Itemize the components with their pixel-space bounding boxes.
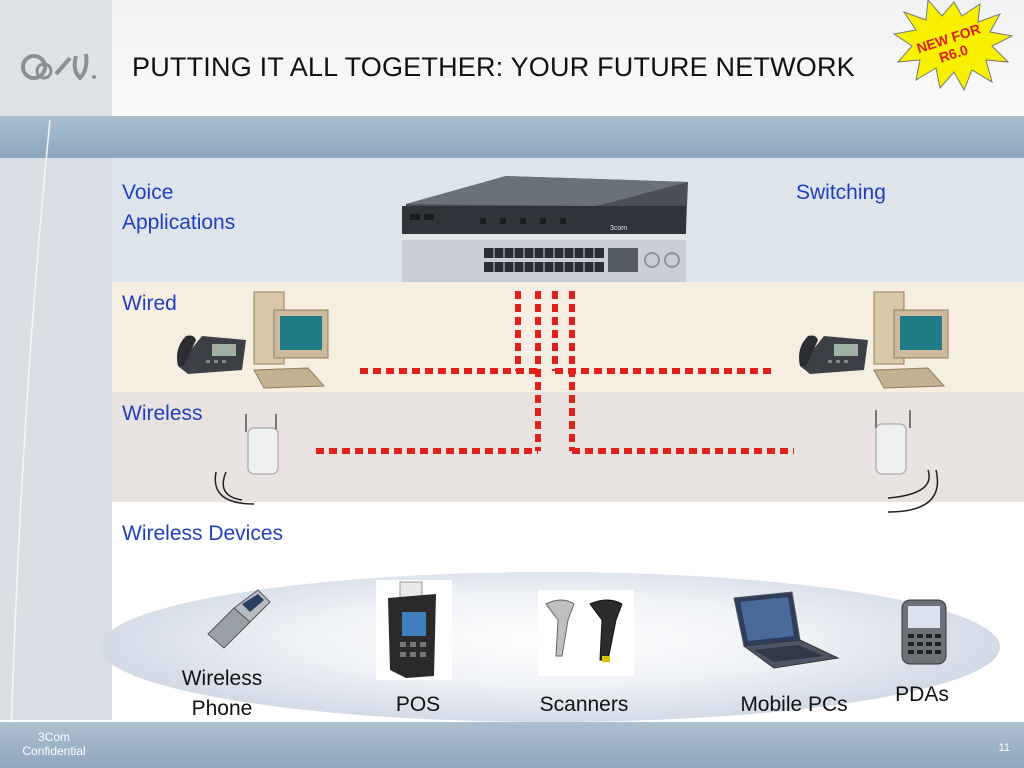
desktop-pc-right-image xyxy=(873,291,949,389)
wireless-devices-label: Wireless Devices xyxy=(122,522,284,545)
logo-panel xyxy=(0,0,112,116)
header-divider-bar xyxy=(0,116,1024,158)
pdas-label: PDAs xyxy=(895,683,949,706)
network-connection-lines xyxy=(316,291,794,454)
slide-footer xyxy=(0,722,1024,768)
ip-phone-right-image xyxy=(799,335,868,374)
mobile-pcs-label: Mobile PCs xyxy=(740,693,848,716)
access-point-right-image xyxy=(875,410,939,513)
scanners-label: Scanners xyxy=(539,693,629,716)
page-title: PUTTING IT ALL TOGETHER: YOUR FUTURE NET… xyxy=(132,52,855,82)
wired-label: Wired xyxy=(122,292,177,315)
page-number: 11 xyxy=(998,742,1010,754)
desktop-pc-left-image xyxy=(253,291,329,389)
wireless-phone-image xyxy=(207,589,271,649)
company-logo-icon xyxy=(21,53,96,81)
new-badge-starburst xyxy=(892,0,1014,92)
slide-header xyxy=(0,0,1024,116)
switching-label: Switching xyxy=(796,181,886,204)
decorative-curve xyxy=(9,119,51,768)
pos-terminal-image xyxy=(376,580,452,680)
access-point-left-image xyxy=(214,414,279,505)
footer-confidential: 3Com Confidential xyxy=(22,730,86,758)
wireless-label: Wireless xyxy=(122,402,203,425)
barcode-scanners-image xyxy=(538,590,634,676)
left-strip xyxy=(0,158,112,720)
switch-brand: 3com xyxy=(610,225,627,232)
wireless-phone-label: Wireless Phone xyxy=(181,667,263,720)
network-switch-image: 3com xyxy=(402,176,688,282)
pos-label: POS xyxy=(395,693,441,716)
mobile-pc-laptop-image xyxy=(733,591,840,669)
voice-applications-label: Voice Applications xyxy=(122,181,236,234)
pda-blackberry-image xyxy=(901,599,947,665)
ip-phone-left-image xyxy=(177,335,246,374)
